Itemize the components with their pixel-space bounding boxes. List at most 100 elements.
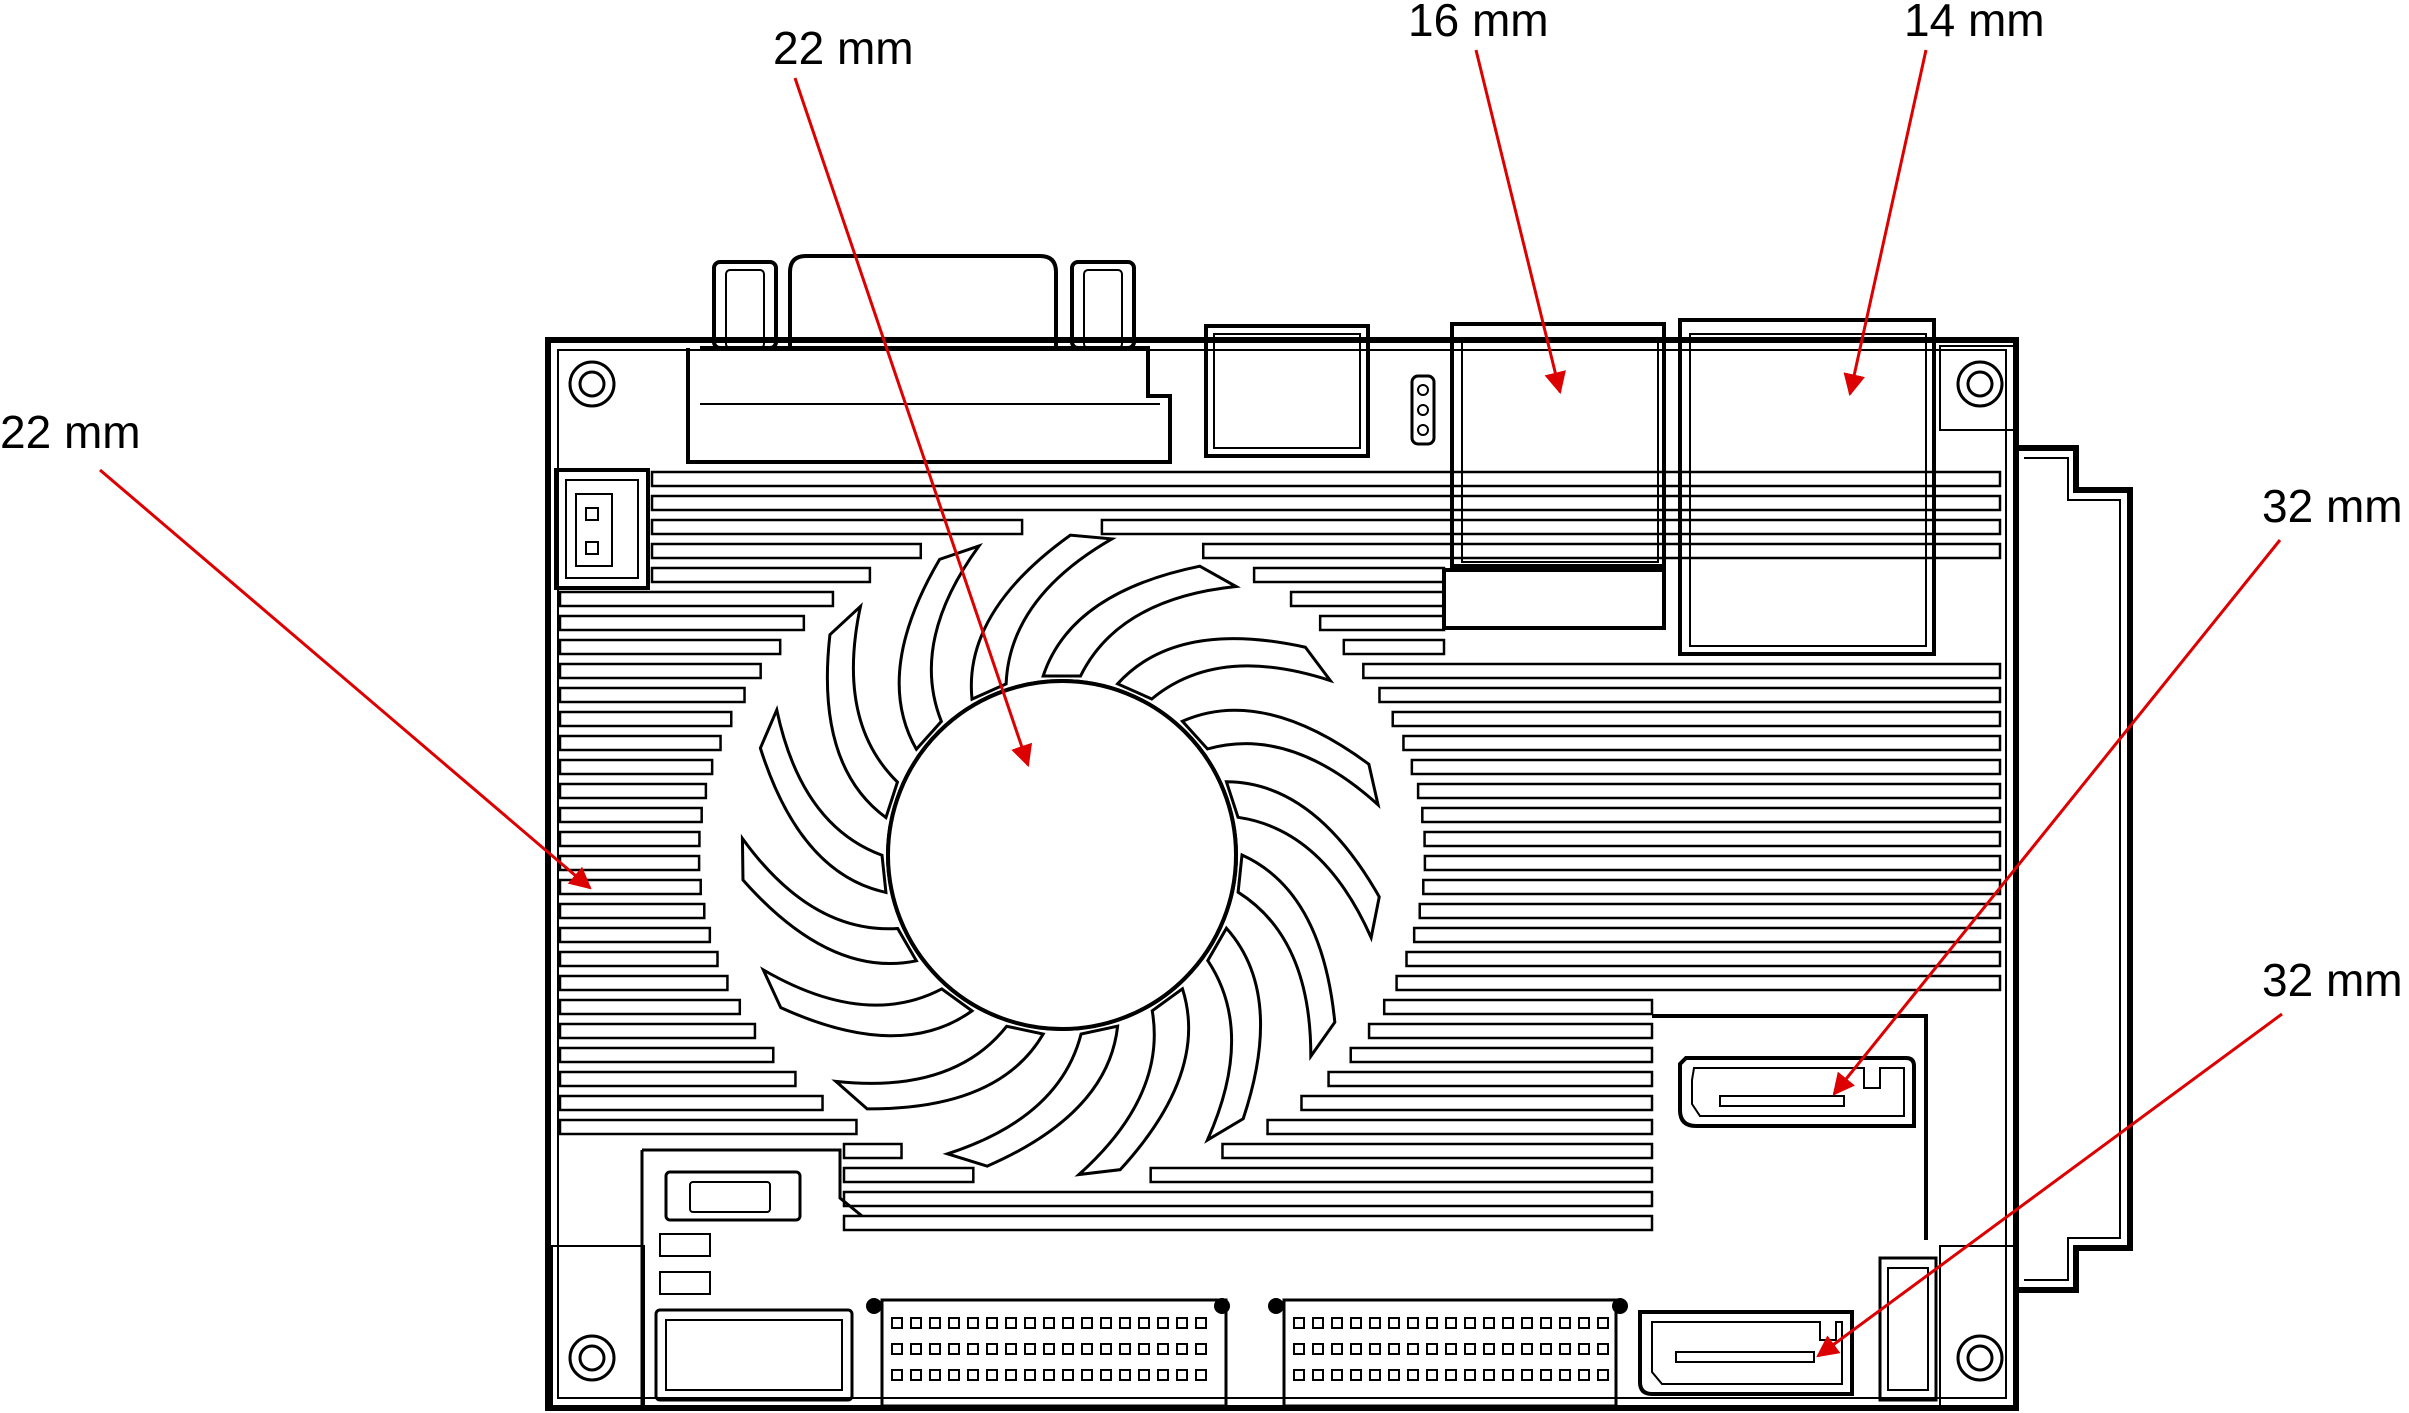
header-pin bbox=[1369, 1369, 1381, 1381]
fan-blade bbox=[740, 833, 919, 966]
sata-connector-lower bbox=[1638, 1256, 1938, 1402]
label-sata-lower: 32 mm bbox=[2262, 954, 2403, 1006]
header-pin bbox=[1176, 1343, 1188, 1355]
header-pin bbox=[1559, 1317, 1571, 1329]
heatsink-fin bbox=[558, 1070, 797, 1088]
header-pin bbox=[1331, 1317, 1343, 1329]
heatsink-fin bbox=[558, 902, 706, 920]
heatsink-fin bbox=[1201, 542, 2002, 560]
heatsink-fin bbox=[558, 974, 729, 992]
header-pin bbox=[1043, 1343, 1055, 1355]
header-pin bbox=[1597, 1317, 1609, 1329]
header-pin bbox=[1138, 1343, 1150, 1355]
header-pin bbox=[1195, 1369, 1207, 1381]
header-pin bbox=[910, 1369, 922, 1381]
heatsink-fin bbox=[1149, 1166, 1654, 1184]
header-pin bbox=[1138, 1317, 1150, 1329]
header-pin bbox=[1426, 1369, 1438, 1381]
header-pin bbox=[891, 1369, 903, 1381]
header-pin bbox=[1502, 1343, 1514, 1355]
heatsink-fin bbox=[1342, 638, 1446, 656]
sata-connector-upper bbox=[1652, 1014, 1928, 1240]
fan-blade bbox=[1041, 564, 1241, 678]
header-pin bbox=[948, 1369, 960, 1381]
heatsink-fin bbox=[650, 518, 1024, 536]
header-pin bbox=[1350, 1317, 1362, 1329]
heatsink-fin bbox=[1300, 1094, 1654, 1112]
arrow-fan-center bbox=[793, 77, 1033, 768]
mounting-holes bbox=[551, 345, 2019, 1407]
header-pin bbox=[1388, 1317, 1400, 1329]
header-pin bbox=[986, 1317, 998, 1329]
header-pin bbox=[986, 1369, 998, 1381]
header-pin bbox=[1445, 1343, 1457, 1355]
fan-blade bbox=[1179, 708, 1381, 810]
header-pin bbox=[1502, 1369, 1514, 1381]
label-connector-right: 14 mm bbox=[1904, 0, 2045, 46]
heatsink-fin bbox=[842, 1142, 903, 1160]
header-pin bbox=[1024, 1343, 1036, 1355]
label-left-edge: 22 mm bbox=[0, 406, 141, 458]
header-pin bbox=[1119, 1369, 1131, 1381]
heatsink-fin bbox=[558, 782, 708, 800]
header-pin bbox=[1464, 1343, 1476, 1355]
heatsink-fin bbox=[842, 1214, 1654, 1232]
header-pin bbox=[1157, 1369, 1169, 1381]
heatsink-fin bbox=[1423, 854, 2002, 872]
fan-blade bbox=[1236, 852, 1337, 1061]
header-pin bbox=[1578, 1343, 1590, 1355]
header-pin bbox=[1293, 1369, 1305, 1381]
heatsink-fin bbox=[1421, 806, 2002, 824]
pin-headers-bottom bbox=[866, 1298, 1628, 1408]
header-pin bbox=[967, 1343, 979, 1355]
header-pin bbox=[1426, 1317, 1438, 1329]
heatsink-fin bbox=[1252, 566, 1446, 584]
header-pin bbox=[1483, 1369, 1495, 1381]
header-pin bbox=[910, 1317, 922, 1329]
header-pin bbox=[1062, 1317, 1074, 1329]
header-pin bbox=[1024, 1317, 1036, 1329]
fan-blade bbox=[758, 704, 888, 895]
header-pin bbox=[1176, 1317, 1188, 1329]
heatsink-fin bbox=[650, 542, 923, 560]
header-pin bbox=[1312, 1317, 1324, 1329]
db-connector bbox=[686, 254, 1172, 464]
heatsink-fin bbox=[650, 494, 2002, 512]
header-pin bbox=[1043, 1369, 1055, 1381]
heatsink-fin bbox=[1349, 1046, 1654, 1064]
arrow-connector-right bbox=[1843, 49, 1928, 397]
header-pin bbox=[1388, 1343, 1400, 1355]
header-pin bbox=[929, 1317, 941, 1329]
heatsink-fin bbox=[1402, 734, 2002, 752]
header-pin bbox=[1369, 1317, 1381, 1329]
label-connector-left: 16 mm bbox=[1408, 0, 1549, 46]
header-pin bbox=[1350, 1343, 1362, 1355]
heatsink-fin bbox=[558, 614, 806, 632]
heatsink-fin bbox=[1405, 950, 2002, 968]
header-pin bbox=[1578, 1369, 1590, 1381]
bottom-left-headers bbox=[640, 1148, 863, 1406]
heatsink-fin bbox=[558, 662, 762, 680]
audio-jack bbox=[1204, 324, 1370, 458]
fan-blade bbox=[825, 602, 900, 821]
heatsink-fin bbox=[558, 950, 719, 968]
header-pin bbox=[1119, 1343, 1131, 1355]
heatsink-fin bbox=[1410, 758, 2002, 776]
header-pin bbox=[910, 1343, 922, 1355]
header-pin bbox=[1005, 1317, 1017, 1329]
header-pin bbox=[1043, 1317, 1055, 1329]
heatsink-fin bbox=[558, 806, 703, 824]
header-pin bbox=[1483, 1343, 1495, 1355]
header-pin bbox=[1005, 1369, 1017, 1381]
heatsink-fin bbox=[1423, 830, 2002, 848]
fan-blade bbox=[1074, 986, 1191, 1177]
header-pin bbox=[1350, 1369, 1362, 1381]
fan-blade bbox=[1204, 925, 1263, 1144]
heatsink-fin bbox=[1422, 878, 2002, 896]
header-pin bbox=[1062, 1343, 1074, 1355]
heatsink-fin bbox=[558, 998, 742, 1016]
header-pin bbox=[891, 1343, 903, 1355]
header-pin bbox=[967, 1317, 979, 1329]
header-pin bbox=[1388, 1369, 1400, 1381]
pin-header-top bbox=[1410, 374, 1436, 446]
